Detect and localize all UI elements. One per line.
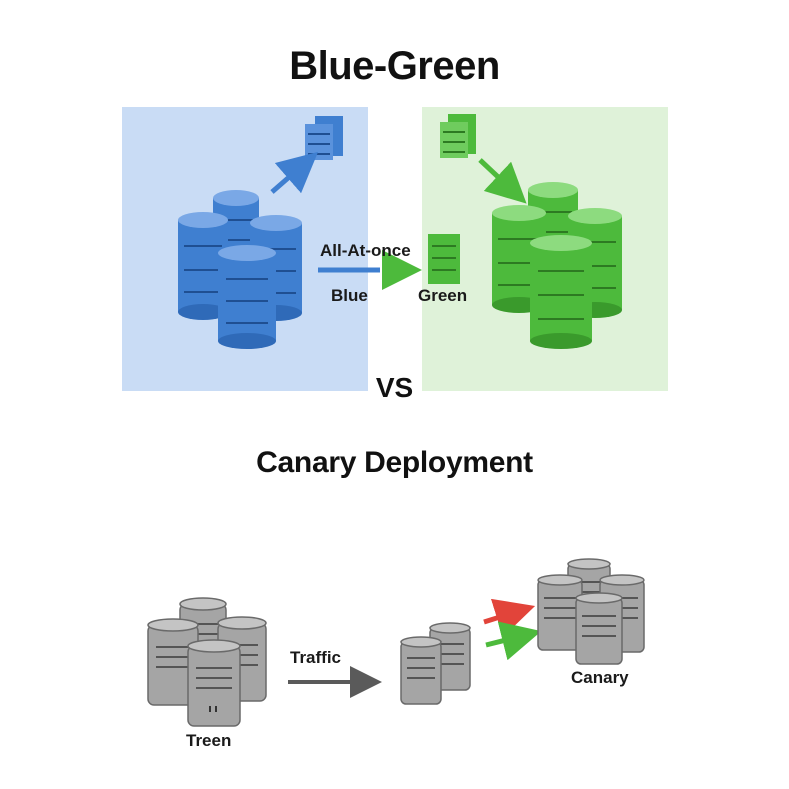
blue-server-rack-icon [305, 116, 343, 160]
green-canary-arrow-icon [485, 621, 542, 661]
middle-server-pair-icon [400, 622, 471, 705]
green-scale-arrow-icon [478, 158, 527, 204]
traffic-label: Traffic [290, 648, 342, 667]
green-server-rack-icon [428, 234, 460, 284]
all-at-once-label: All-At-once [320, 241, 411, 260]
canary-section-title: Canary Deployment [256, 446, 533, 479]
vs-separator: VS [375, 372, 414, 403]
canary-label: Canary [571, 668, 629, 687]
canary-server-cluster-icon [537, 558, 645, 665]
green-server-rack-small-icon [440, 114, 476, 158]
blue-label: Blue [331, 286, 368, 305]
blue-scale-arrow-icon [270, 151, 319, 194]
green-label: Green [418, 286, 468, 305]
source-label: Treen [186, 731, 232, 750]
red-canary-arrow-icon [483, 598, 536, 638]
source-server-cluster-icon [147, 597, 267, 727]
blue-database-cluster-icon [178, 190, 302, 349]
page-title: Blue-Green [289, 44, 500, 88]
green-database-cluster-icon [492, 182, 622, 349]
